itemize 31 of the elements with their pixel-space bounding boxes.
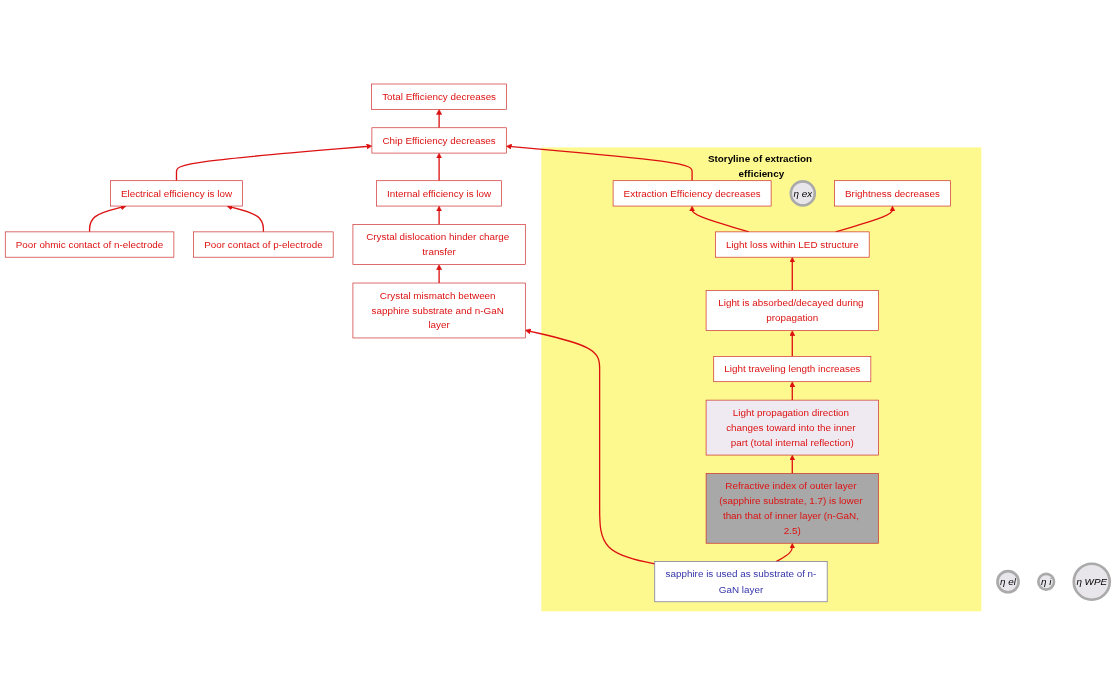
arrow: [789, 330, 796, 358]
arrow: [436, 152, 442, 182]
node-box: Crystal dislocation hinder charge transfer: [352, 224, 526, 265]
arrow: [789, 256, 796, 292]
node-circle: η WPE: [1072, 562, 1112, 602]
arrow: [436, 109, 442, 129]
arrow: [789, 454, 796, 475]
arrow: [775, 542, 796, 563]
node-box: Chip Efficiency decreases: [371, 127, 507, 154]
arrow: [506, 143, 693, 182]
node-box: Light loss within LED structure: [715, 231, 870, 258]
arrow: [436, 205, 442, 226]
node-box: Brightness decreases: [834, 180, 951, 207]
arrow: [525, 328, 656, 565]
node-circle: η el: [996, 569, 1020, 594]
node-box: Poor ohmic contact of n-electrode: [4, 231, 175, 258]
node-circle: η ex: [789, 180, 817, 207]
node-box: Electrical efficiency is low: [110, 180, 243, 207]
node-circle: η i: [1037, 572, 1056, 591]
node-box: Poor contact of p-electrode: [193, 231, 334, 258]
node-box: sapphire is used as substrate of n-GaN layer: [654, 561, 828, 603]
arrow: [436, 264, 442, 284]
node-box: Extraction Efficiency decreases: [612, 180, 772, 207]
arrow: [175, 143, 373, 182]
node-box: Light traveling length increases: [713, 356, 872, 383]
node-box: Internal efficiency is low: [376, 180, 502, 207]
node-box: Refractive index of outer layer (sapphire substrate, 1.7) is lower than that of inner layer (n-GaN, 2.5): [705, 473, 879, 544]
node-box: Light is absorbed/decayed during propagation: [705, 290, 879, 331]
node-box: Total Efficiency decreases: [371, 83, 507, 110]
node-box: Crystal mismatch between sapphire substrate and n-GaN layer: [352, 282, 526, 339]
node-box: Light propagation direction changes toward into the inner part (total internal reflection): [705, 399, 879, 456]
